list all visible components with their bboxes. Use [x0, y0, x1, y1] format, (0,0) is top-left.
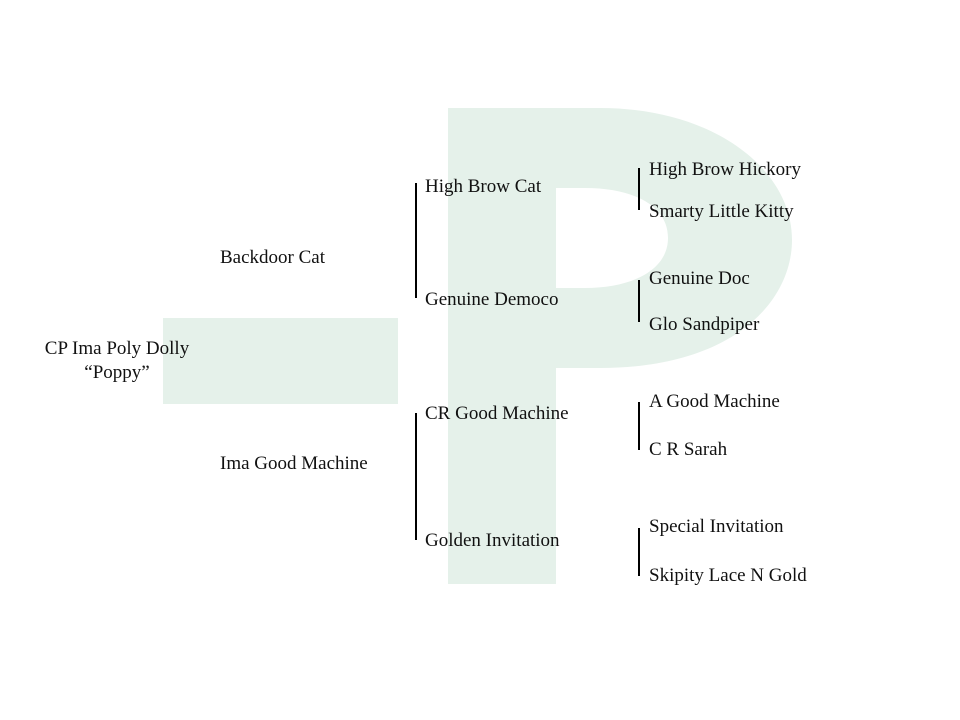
dam-dam-dam-name: Skipity Lace N Gold	[649, 565, 807, 586]
dam-sire-name: CR Good Machine	[425, 403, 569, 424]
sire-sire-dam-name: Smarty Little Kitty	[649, 201, 794, 222]
subject-name: CP Ima Poly Dolly	[44, 338, 190, 359]
sire-dam-dam-name: Glo Sandpiper	[649, 314, 760, 335]
dam-sire-bracket	[638, 402, 640, 450]
sire-dam-sire-name: Genuine Doc	[649, 268, 750, 289]
sire-sire-name: High Brow Cat	[425, 176, 542, 197]
dam-bracket	[415, 413, 417, 540]
watermark-shapes	[163, 108, 792, 584]
sire-bracket	[415, 183, 417, 298]
subject-horse: CP Ima Poly Dolly “Poppy”	[22, 337, 212, 385]
dam-name: Ima Good Machine	[220, 453, 368, 474]
sire-dam-bracket	[638, 280, 640, 322]
dam-sire-dam-name: C R Sarah	[649, 439, 728, 460]
sire-sire-sire-name: High Brow Hickory	[649, 159, 801, 180]
dam-dam-name: Golden Invitation	[425, 530, 560, 551]
sire-sire-bracket	[638, 168, 640, 210]
subject-nickname: “Poppy”	[84, 362, 150, 383]
dam-sire-sire-name: A Good Machine	[649, 391, 780, 412]
watermark-dash	[163, 318, 398, 404]
sire-dam-name: Genuine Democo	[425, 289, 559, 310]
dam-dam-sire-name: Special Invitation	[649, 516, 784, 537]
watermark-letter-p	[448, 108, 792, 584]
dam-dam-bracket	[638, 528, 640, 576]
sire-name: Backdoor Cat	[220, 247, 326, 268]
